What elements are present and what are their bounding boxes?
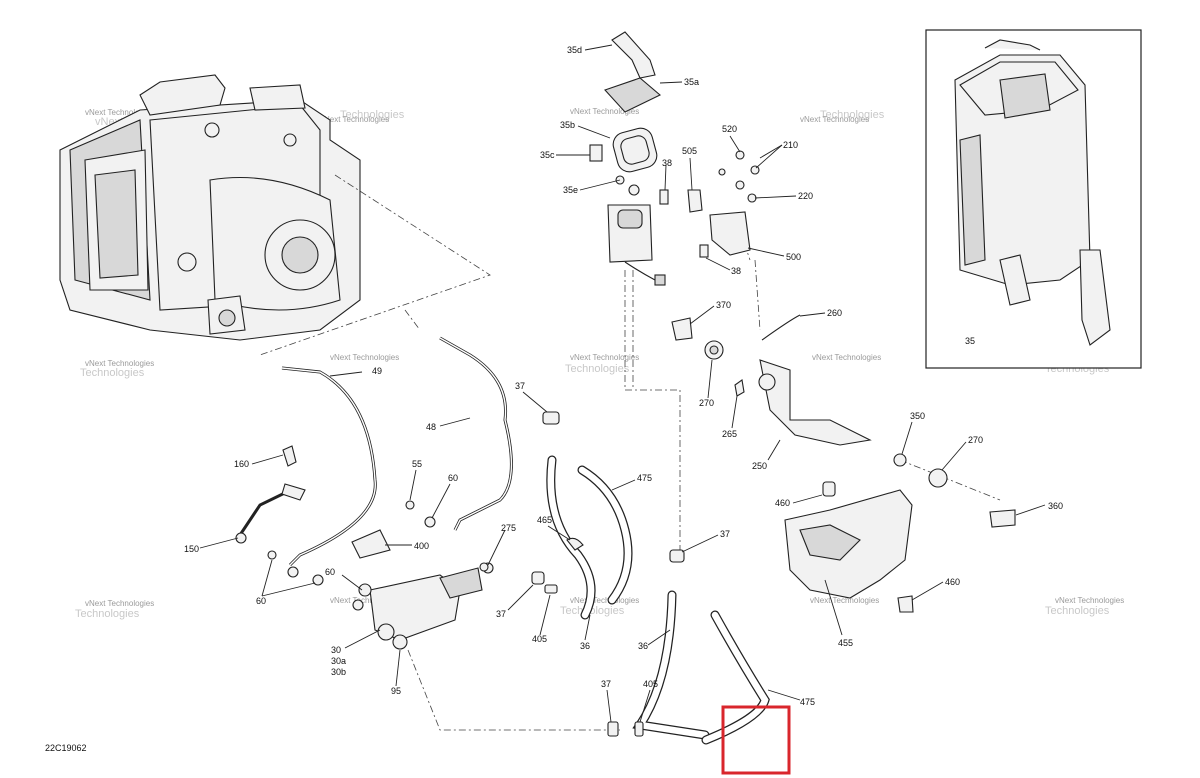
callout-250: 250 xyxy=(752,461,767,471)
callouts: 35d 35a 35b 35c 35e 38 505 520 210 220 5… xyxy=(184,45,1063,707)
callout-35a: 35a xyxy=(684,77,699,87)
brake-lines xyxy=(235,336,513,586)
callout-270: 270 xyxy=(699,398,714,408)
watermark: vNext Technologies xyxy=(85,108,154,117)
callout-60: 60 xyxy=(325,567,335,577)
callout-38: 38 xyxy=(731,266,741,276)
callout-95: 95 xyxy=(391,686,401,696)
callout-150: 150 xyxy=(184,544,199,554)
callout-505: 505 xyxy=(682,146,697,156)
callout-350: 350 xyxy=(910,411,925,421)
callout-30a: 30a xyxy=(331,656,346,666)
callout-49: 49 xyxy=(372,366,382,376)
watermark: vNext Technologies xyxy=(1055,596,1124,605)
watermark: Technologies xyxy=(80,367,145,379)
callout-465: 465 xyxy=(537,515,552,525)
callout-500: 500 xyxy=(786,252,801,262)
watermark: vNext Technologies xyxy=(570,107,639,116)
bracket-assembly xyxy=(709,150,760,256)
watermark: vNext Technologies xyxy=(800,115,869,124)
callout-370: 370 xyxy=(716,300,731,310)
callout-36: 36 xyxy=(638,641,648,651)
callout-30: 30 xyxy=(331,645,341,655)
watermark: vNext Technologies xyxy=(330,596,399,605)
callout-475: 475 xyxy=(637,473,652,483)
callout-38: 38 xyxy=(662,158,672,168)
watermark: Technologies xyxy=(560,605,625,617)
reservoir xyxy=(784,481,914,613)
watermark: vNext Technologies xyxy=(330,353,399,362)
watermark: Technologies xyxy=(565,363,630,375)
callout-260: 260 xyxy=(827,308,842,318)
abs-module xyxy=(59,74,361,341)
watermark: vNext Technologies xyxy=(570,596,639,605)
inset-detail: 35 xyxy=(925,29,1142,369)
guide-lines xyxy=(259,174,1001,731)
watermark: vNext Technologies xyxy=(85,599,154,608)
hoses xyxy=(479,411,770,745)
callout-37: 37 xyxy=(601,679,611,689)
callout-405: 405 xyxy=(532,634,547,644)
watermark: vNext Technologies xyxy=(810,596,879,605)
callout-270: 270 xyxy=(968,435,983,445)
callout-35e: 35e xyxy=(563,185,578,195)
brake-pedal xyxy=(671,314,1016,528)
callout-30b: 30b xyxy=(331,667,346,677)
callout-160: 160 xyxy=(234,459,249,469)
callout-265: 265 xyxy=(722,429,737,439)
watermark: vNext Technologies xyxy=(85,359,154,368)
callout-220: 220 xyxy=(798,191,813,201)
callout-36: 36 xyxy=(580,641,590,651)
callout-460: 460 xyxy=(775,498,790,508)
watermark: Technologies xyxy=(820,109,885,121)
watermark: vNext Technologies xyxy=(320,115,389,124)
callout-520: 520 xyxy=(722,124,737,134)
callout-60: 60 xyxy=(256,596,266,606)
callout-35d: 35d xyxy=(567,45,582,55)
callout-label: 35 xyxy=(965,336,975,346)
callout-455: 455 xyxy=(838,638,853,648)
callout-35c: 35c xyxy=(540,150,555,160)
watermark: Technologies xyxy=(340,109,405,121)
callout-37: 37 xyxy=(496,609,506,619)
callout-55: 55 xyxy=(412,459,422,469)
callout-35b: 35b xyxy=(560,120,575,130)
master-cylinder xyxy=(351,500,494,650)
callout-360: 360 xyxy=(1048,501,1063,511)
callout-460: 460 xyxy=(945,577,960,587)
callout-275: 275 xyxy=(501,523,516,533)
callout-400: 400 xyxy=(414,541,429,551)
callout-37: 37 xyxy=(515,381,525,391)
watermark: Technologies xyxy=(1045,605,1110,617)
diagram-id: 22C19062 xyxy=(45,743,87,753)
callout-475: 475 xyxy=(800,697,815,707)
connector-assembly xyxy=(589,31,709,286)
highlight-box xyxy=(721,705,791,775)
watermark: vNext Technologies xyxy=(812,353,881,362)
callout-60: 60 xyxy=(448,473,458,483)
callout-37: 37 xyxy=(720,529,730,539)
watermark: Technologies xyxy=(75,608,140,620)
leader-lines xyxy=(199,44,1046,723)
watermark: vNext Technologies xyxy=(570,353,639,362)
callout-405: 405 xyxy=(643,679,658,689)
callout-210: 210 xyxy=(783,140,798,150)
callout-48: 48 xyxy=(426,422,436,432)
